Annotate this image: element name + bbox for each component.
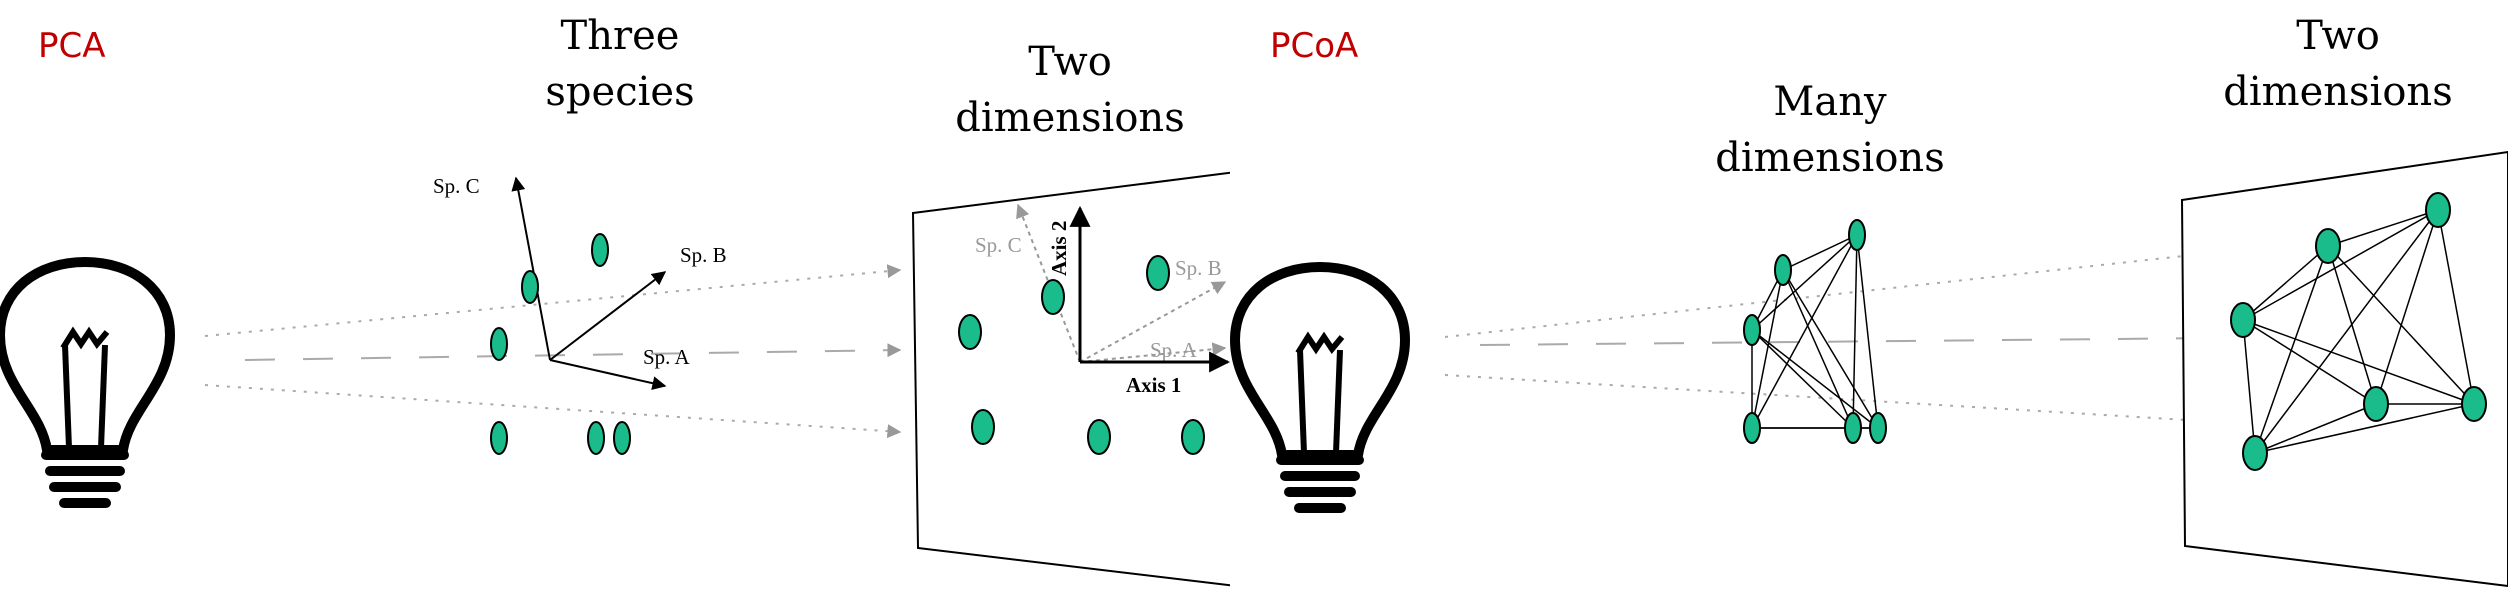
pca-heading-left: Three species <box>500 8 740 120</box>
pcoa-heading-left-line1: Many <box>1773 79 1887 125</box>
pcoa-heading-left: Many dimensions <box>1680 74 1980 186</box>
data-point <box>1774 254 1792 286</box>
sp-c-axis <box>511 176 551 361</box>
data-point <box>2230 302 2256 338</box>
data-point <box>1743 412 1761 444</box>
data-point <box>591 233 609 267</box>
projected-sp-a-label: Sp. A <box>1150 338 1198 362</box>
data-point <box>521 270 539 304</box>
data-point <box>971 409 995 445</box>
data-point <box>1869 412 1887 444</box>
pcoa-network-two-dimensions <box>2230 192 2487 471</box>
pcoa-drawing <box>1230 150 2508 588</box>
pca-panel: PCA Three species Two dimensions <box>0 0 1230 591</box>
pca-method-label: PCA <box>38 26 106 66</box>
pca-heading-left-line2: species <box>545 69 695 115</box>
light-bulb-icon <box>0 256 176 508</box>
data-point <box>2242 435 2268 471</box>
data-point <box>2425 192 2451 228</box>
data-point <box>1146 255 1170 291</box>
data-point <box>2363 386 2389 422</box>
data-point <box>1041 279 1065 315</box>
data-point <box>490 421 508 455</box>
pca-3d-points <box>490 233 631 455</box>
data-point <box>1087 419 1111 455</box>
data-point <box>613 421 631 455</box>
data-point <box>490 327 508 361</box>
sp-b-label: Sp. B <box>680 243 727 267</box>
axis-1-label: Axis 1 <box>1126 373 1181 397</box>
projected-sp-c-label: Sp. C <box>975 233 1022 257</box>
data-point <box>1848 219 1866 251</box>
pcoa-projection-plane <box>2180 150 2508 588</box>
data-point <box>2315 228 2341 264</box>
pca-projected-species-axes: Sp. C Sp. B Sp. A <box>975 203 1227 363</box>
light-bulb-icon <box>1230 261 1411 513</box>
pca-3d-axes: Sp. C Sp. B Sp. A <box>433 174 727 391</box>
pcoa-heading-right-line2: dimensions <box>2223 69 2453 115</box>
axis-2-label: Axis 2 <box>1047 221 1071 276</box>
data-point <box>1844 412 1862 444</box>
data-point <box>587 421 605 455</box>
pca-heading-right-line1: Two <box>1028 39 1112 85</box>
data-point <box>1743 314 1761 346</box>
data-point <box>958 314 982 350</box>
sp-c-label: Sp. C <box>433 174 480 198</box>
sp-b-axis <box>549 271 667 361</box>
projected-sp-b-label: Sp. B <box>1175 256 1222 280</box>
pcoa-network-many-dimensions <box>1743 219 1887 444</box>
sp-a-label: Sp. A <box>643 345 691 369</box>
pca-2d-points <box>958 255 1205 455</box>
pcoa-heading-left-line2: dimensions <box>1715 135 1945 181</box>
sp-a-axis <box>549 359 667 391</box>
pca-heading-right: Two dimensions <box>930 34 1210 146</box>
pca-principal-axes: Axis 2 Axis 1 <box>1047 205 1230 397</box>
pca-projection-plane <box>911 171 1230 587</box>
pca-light-rays <box>204 264 902 439</box>
pcoa-method-label: PCoA <box>1270 26 1359 66</box>
data-point <box>1181 419 1205 455</box>
pca-heading-left-line1: Three <box>560 13 680 59</box>
pca-drawing: Sp. C Sp. B Sp. A Sp. C Sp. <box>0 171 1230 587</box>
pca-heading-right-line2: dimensions <box>955 95 1185 141</box>
data-point <box>2461 386 2487 422</box>
pcoa-heading-right-line1: Two <box>2296 13 2380 59</box>
pcoa-panel: PCoA Many dimensions Two dimensions <box>1230 0 2508 591</box>
pcoa-light-rays <box>1444 246 2222 429</box>
pcoa-heading-right: Two dimensions <box>2198 8 2478 120</box>
